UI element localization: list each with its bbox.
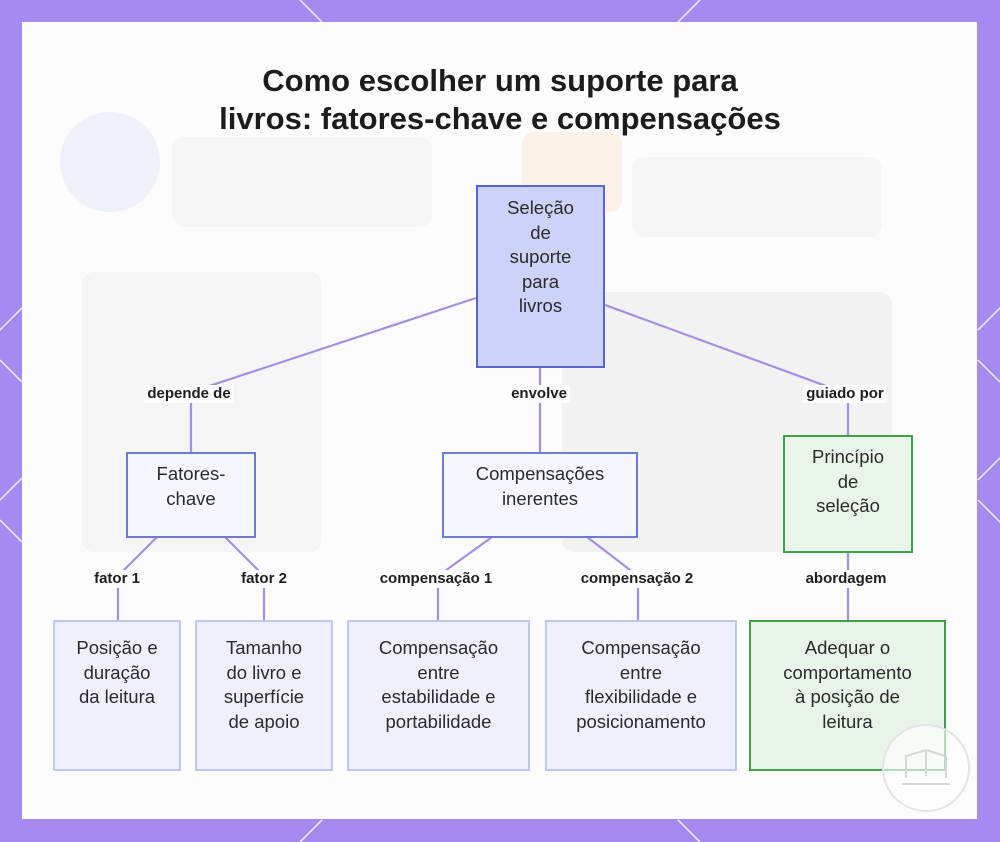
watermark-logo-icon xyxy=(882,724,970,812)
background-blur-shape xyxy=(60,112,160,212)
node-root: Seleção de suporte para livros xyxy=(476,185,605,368)
edge-root-principio xyxy=(604,303,850,436)
background-blur-shape xyxy=(632,157,882,237)
title-line-2: livros: fatores-chave e compensações xyxy=(219,101,781,136)
edge-label-depende-de: depende de xyxy=(144,385,234,403)
background-blur-shape xyxy=(172,137,432,227)
edge-label-compensacao-2: compensação 2 xyxy=(577,570,697,588)
node-leaf-estabilidade-portabilidade: Compensação entre estabilidade e portabi… xyxy=(347,620,530,771)
edge-label-envolve: envolve xyxy=(508,385,570,403)
node-leaf-posicao-leitura: Posição e duração da leitura xyxy=(53,620,181,771)
title-line-1: Como escolher um suporte para xyxy=(262,63,738,98)
edge-label-abordagem: abordagem xyxy=(802,570,890,588)
diagram-title: Como escolher um suporte para livros: fa… xyxy=(0,62,1000,138)
node-leaf-adequar-comportamento: Adequar o comportamento à posição de lei… xyxy=(749,620,946,771)
edge-label-fator-1: fator 1 xyxy=(91,570,143,588)
node-principio-selecao: Princípio de seleção xyxy=(783,435,913,553)
edge-label-compensacao-1: compensação 1 xyxy=(376,570,496,588)
node-compensacoes-inerentes: Compensações inerentes xyxy=(442,452,638,538)
edge-label-guiado-por: guiado por xyxy=(803,385,887,403)
edge-root-fatores xyxy=(189,296,477,454)
node-fatores-chave: Fatores- chave xyxy=(126,452,256,538)
node-leaf-tamanho-livro: Tamanho do livro e superfície de apoio xyxy=(195,620,333,771)
node-leaf-flexibilidade-posicionamento: Compensação entre flexibilidade e posici… xyxy=(545,620,737,771)
edge-label-fator-2: fator 2 xyxy=(238,570,290,588)
